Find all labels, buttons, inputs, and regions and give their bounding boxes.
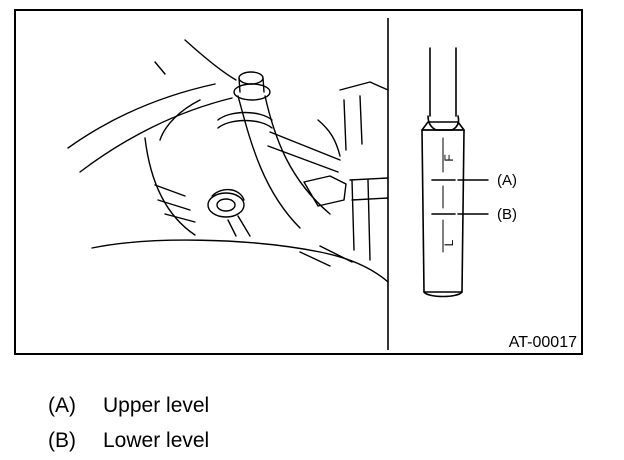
legend-item-a: (A) Upper level — [48, 388, 209, 423]
callout-a-key: (A) — [497, 172, 517, 189]
dipstick-detail — [421, 47, 489, 298]
callout-b-key: (B) — [497, 206, 517, 223]
engine-bay-drawing — [67, 39, 389, 283]
legend-key-a: (A) — [48, 394, 76, 417]
legend-key-b: (B) — [48, 429, 76, 452]
full-mark-label: F — [442, 154, 456, 161]
callout-legend: (A) Upper level (B) Lower level — [48, 388, 209, 458]
figure-frame — [14, 9, 583, 355]
low-mark-label: L — [442, 239, 456, 246]
engine-dipstick-diagram: F L (A) (B) AT-00017 — [14, 9, 583, 355]
legend-item-b: (B) Lower level — [48, 423, 209, 458]
legend-label-b: Lower level — [103, 429, 210, 452]
figure-code: AT-00017 — [509, 334, 577, 351]
legend-label-a: Upper level — [103, 394, 210, 417]
